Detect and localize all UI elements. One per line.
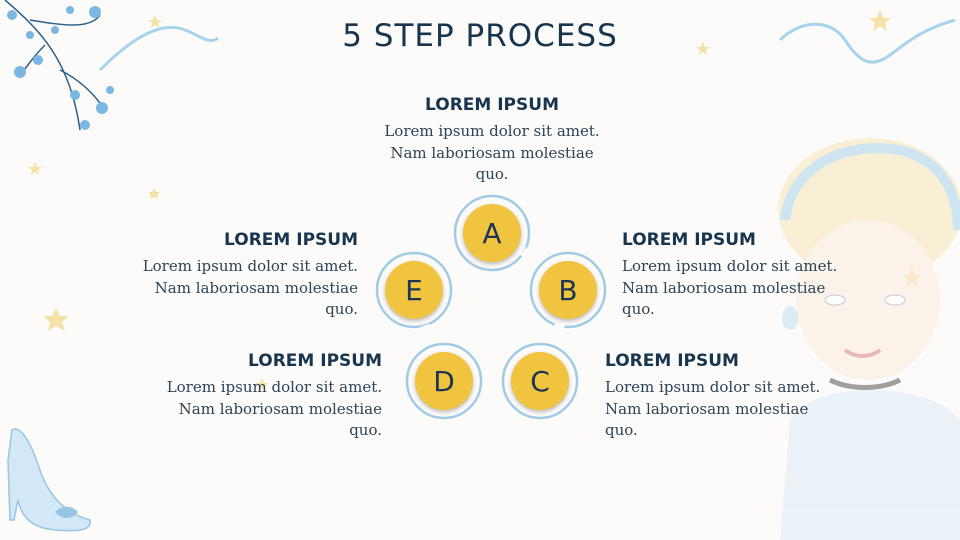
slide-title: 5 STEP PROCESS [342,18,618,54]
step-d-text: LOREM IPSUM Lorem ipsum dolor sit amet. … [142,351,382,442]
blue-flower-icon [7,6,114,130]
step-e-text: LOREM IPSUM Lorem ipsum dolor sit amet. … [118,230,358,321]
step-d-heading: LOREM IPSUM [248,351,382,371]
step-node-a: A [463,204,521,262]
step-c-body: Lorem ipsum dolor sit amet. Nam laborios… [605,378,821,439]
node-ring-c [501,342,579,420]
step-a-text: LOREM IPSUM Lorem ipsum dolor sit amet. … [372,95,612,186]
swirl-decoration [98,25,219,72]
step-node-e: E [385,261,443,319]
princess-illustration [778,138,960,540]
node-ring-b [529,251,607,329]
step-d-body: Lorem ipsum dolor sit amet. Nam laborios… [166,378,382,439]
step-node-c: C [511,352,569,410]
step-node-d: D [415,352,473,410]
node-ring-d [405,342,483,420]
node-ring-e [375,251,453,329]
step-b-heading: LOREM IPSUM [622,230,756,250]
step-c-text: LOREM IPSUM Lorem ipsum dolor sit amet. … [605,351,845,442]
step-e-heading: LOREM IPSUM [224,230,358,250]
glass-slipper-icon [7,428,91,532]
swirl-decoration [778,18,956,64]
step-a-heading: LOREM IPSUM [425,95,559,115]
step-e-body: Lorem ipsum dolor sit amet. Nam laborios… [142,257,358,318]
step-node-b: B [539,261,597,319]
step-a-body: Lorem ipsum dolor sit amet. Nam laborios… [384,122,600,183]
step-b-text: LOREM IPSUM Lorem ipsum dolor sit amet. … [622,230,862,321]
step-b-body: Lorem ipsum dolor sit amet. Nam laborios… [622,257,838,318]
node-ring-a [453,194,531,272]
step-c-heading: LOREM IPSUM [605,351,739,371]
